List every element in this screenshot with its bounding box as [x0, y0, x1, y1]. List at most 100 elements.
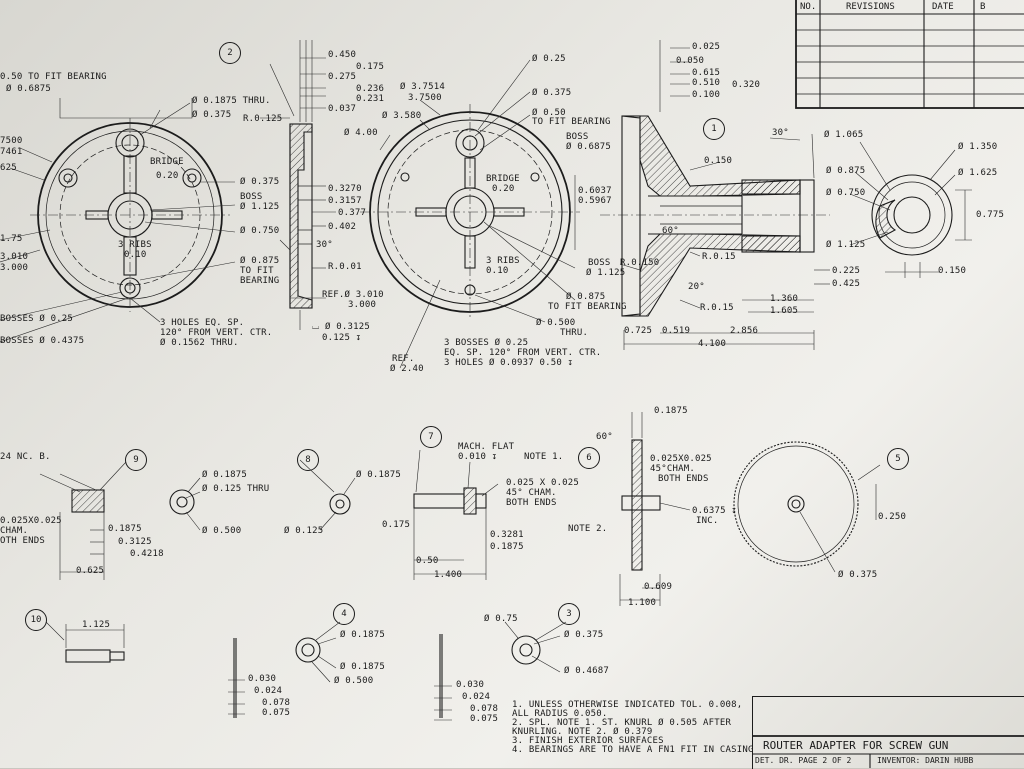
mid-fit2: TO FIT BEARING [548, 302, 627, 312]
p7-d1875: 0.1875 [490, 542, 524, 552]
p9-d4218: 0.4218 [130, 549, 164, 559]
p1-d100: 0.100 [692, 90, 721, 100]
mid-d500: Ø 0.500 [536, 318, 576, 328]
part5-gear [733, 441, 881, 573]
part-bubble-10: 10 [25, 609, 47, 631]
p4-d500: Ø 0.500 [334, 676, 374, 686]
mid-d050: Ø 0.50 [532, 108, 566, 118]
part-bubble-4: 4 [333, 603, 355, 625]
p9-d3125: 0.3125 [118, 537, 152, 547]
label-fit-bearing: 0.50 TO FIT BEARING [0, 72, 107, 82]
part-bubble-5: 5 [887, 448, 909, 470]
p7-cham3: BOTH ENDS [506, 498, 557, 508]
p7-note1: NOTE 1. [524, 452, 564, 462]
pin-b-075: 0.075 [470, 714, 499, 724]
p6-d1100: 1.100 [628, 598, 657, 608]
p5-d375: Ø 0.375 [838, 570, 878, 580]
p2-r01: R.0.01 [328, 262, 362, 272]
p2-d175: 0.175 [356, 62, 385, 72]
part-bubble-9: 9 [125, 449, 147, 471]
p1-r15b: R.0.15 [700, 303, 734, 313]
pin-b-024: 0.024 [462, 692, 491, 702]
part-bubble-6: 6 [578, 447, 600, 469]
p7-d3281: 0.3281 [490, 530, 524, 540]
p2-counterbore-2: 0.125 ↧ [322, 333, 362, 343]
mid-d875: Ø 0.875 [566, 292, 606, 302]
sw-d500: Ø 0.500 [202, 526, 242, 536]
p9-nc: 24 NC. B. [0, 452, 51, 462]
p3-d4687: Ø 0.4687 [564, 666, 609, 676]
part2-section-view [260, 40, 336, 330]
pin-a-024: 0.024 [254, 686, 283, 696]
p1-d875: Ø 0.875 [826, 166, 866, 176]
p2-r125: R.0.125 [243, 114, 283, 124]
p8-d1875: Ø 0.1875 [356, 470, 401, 480]
label-d175: 1.75 [0, 234, 23, 244]
part-bubble-7: 7 [420, 426, 442, 448]
p6-a60: 60° [596, 432, 613, 442]
rev-no-header: NO. [800, 2, 817, 12]
part1-end-view [849, 141, 972, 278]
p6-cham2: 45°CHAM. [650, 464, 695, 474]
p1-d025: 0.025 [692, 42, 721, 52]
p10-d1125: 1.125 [82, 620, 111, 630]
mid-d580: Ø 3.580 [382, 111, 422, 121]
p2-d402: 0.402 [328, 222, 357, 232]
label-d750: Ø 0.750 [240, 226, 280, 236]
label-d6875: Ø 0.6875 [6, 84, 51, 94]
pin-a-075: 0.075 [262, 708, 291, 718]
mid-thru: THRU. [560, 328, 589, 338]
p9-d1875: 0.1875 [108, 524, 142, 534]
p2-a30: 30° [316, 240, 333, 250]
sw-d1875: Ø 0.1875 [202, 470, 247, 480]
title-block: ROUTER ADAPTER FOR SCREW GUN DET. DR. PA… [752, 696, 1024, 769]
p4-d1875a: Ø 0.1875 [340, 630, 385, 640]
p9-cham2: CHAM. [0, 526, 29, 536]
p2-d450: 0.450 [328, 50, 357, 60]
mid-ribs: 3 RIBS [486, 256, 520, 266]
p1-d510: 0.510 [692, 78, 721, 88]
rev-date-header: DATE [932, 2, 954, 12]
p2-counterbore-1: ⌴ Ø 0.3125 [312, 322, 370, 332]
p6-d1875: 0.1875 [654, 406, 688, 416]
p9-d625: 0.625 [76, 566, 105, 576]
p7-cham2: 45° CHAM. [506, 488, 557, 498]
sw-d125-thru: Ø 0.125 THRU [202, 484, 270, 494]
inventor-name: INVENTOR: DARIN HUBB [877, 756, 974, 765]
part-bubble-1: 1 [703, 118, 725, 140]
p7-d1400: 1.400 [434, 570, 463, 580]
mid-d25: Ø 0.25 [532, 54, 566, 64]
p2-d037: 0.037 [328, 104, 357, 114]
p1-d225: 0.225 [832, 266, 861, 276]
label-7500: 7500 [0, 136, 23, 146]
p1-d725: 0.725 [624, 326, 653, 336]
label-625: 625 [0, 163, 17, 173]
mid-d5967: 0.5967 [578, 196, 612, 206]
label-bridge: BRIDGE [150, 157, 184, 167]
p1-d050: 0.050 [676, 56, 705, 66]
mid-ref2: REF. [392, 354, 415, 364]
mid-d6037: 0.6037 [578, 186, 612, 196]
label-d1875-thru: Ø 0.1875 THRU. [192, 96, 271, 106]
p5-d250: 0.250 [878, 512, 907, 522]
p1-d1605: 1.605 [770, 306, 799, 316]
p2-d377: 0.377 [338, 208, 367, 218]
p2-d236: 0.236 [356, 84, 385, 94]
mid-boss-value: Ø 0.6875 [566, 142, 611, 152]
pin-b-078: 0.078 [470, 704, 499, 714]
part7-geometry [413, 449, 499, 580]
part1-section-view [600, 40, 830, 350]
p1e-d150: 0.150 [938, 266, 967, 276]
p1-d1360: 1.360 [770, 294, 799, 304]
p2-ref-a: REF.Ø 3.010 [322, 290, 384, 300]
label-ribs-value: 0.10 [124, 250, 147, 260]
p1-a20: 20° [688, 282, 705, 292]
p6-d609: 0.609 [644, 582, 673, 592]
p1-d1065: Ø 1.065 [824, 130, 864, 140]
pin-b-030: 0.030 [456, 680, 485, 690]
mid-bosses-3: 3 HOLES Ø 0.0937 0.50 ↧ [444, 358, 574, 368]
p1e-d775: 0.775 [976, 210, 1005, 220]
p1-d615: 0.615 [692, 68, 721, 78]
